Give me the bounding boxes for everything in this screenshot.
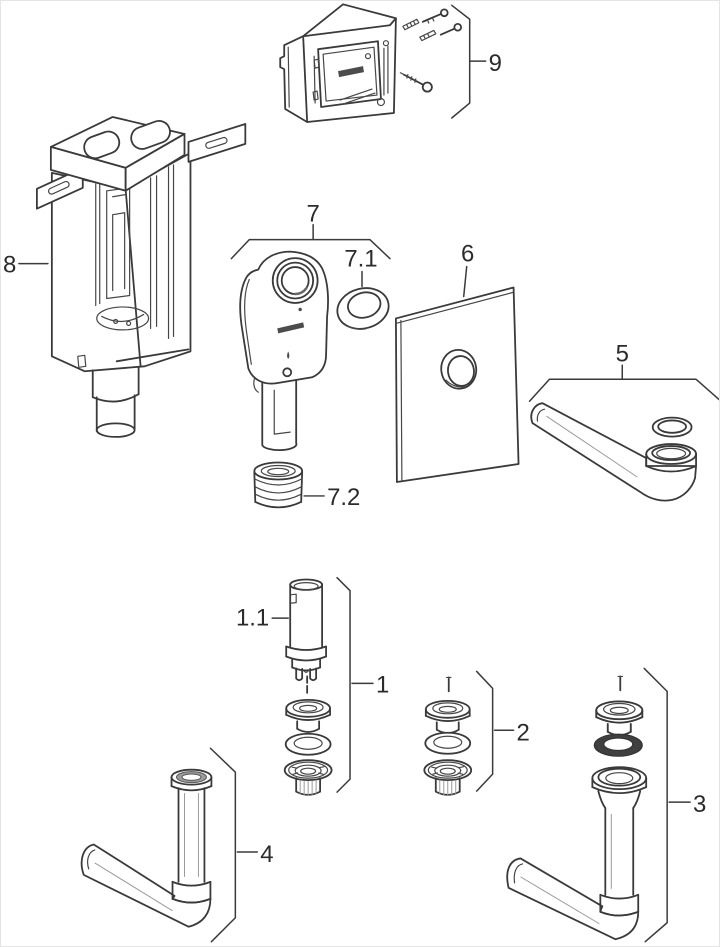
part-3-socket bbox=[595, 700, 644, 737]
callout-4: 4 bbox=[209, 747, 274, 943]
callout-2: 2 bbox=[475, 670, 530, 792]
part-3-standpipe-elbow bbox=[506, 766, 648, 941]
callout-9: 9 bbox=[450, 4, 502, 119]
part-7-2-threaded-adapter bbox=[253, 461, 304, 509]
callout-7-2-label: 7.2 bbox=[327, 484, 360, 511]
callout-5: 5 bbox=[528, 340, 719, 402]
part-5-outlet-bend bbox=[530, 402, 697, 502]
trap-outlet-tube bbox=[253, 373, 298, 452]
callout-7-1: 7.1 bbox=[344, 246, 378, 288]
cistern-interior bbox=[95, 164, 175, 339]
callout-6: 6 bbox=[461, 241, 474, 298]
callout-1-label: 1 bbox=[376, 671, 389, 698]
part-4-elbow-standpipe bbox=[80, 768, 213, 928]
callout-9-label: 9 bbox=[489, 50, 502, 77]
part-1-1-standpipe bbox=[285, 578, 327, 682]
part-9-fixing-screws bbox=[399, 8, 463, 93]
part-1-valve-stack bbox=[283, 675, 333, 797]
cistern-wall-straps bbox=[36, 123, 247, 210]
callout-1: 1 bbox=[336, 576, 389, 793]
part-7-1-seal-ring bbox=[336, 287, 390, 330]
part-2-strainer bbox=[423, 759, 473, 797]
part-7-trap bbox=[239, 250, 329, 452]
callout-4-label: 4 bbox=[260, 841, 273, 868]
part-9-mounting-box bbox=[279, 3, 397, 123]
callout-2-label: 2 bbox=[517, 719, 530, 746]
part-2-socket bbox=[424, 699, 471, 734]
callout-3: 3 bbox=[643, 667, 706, 943]
callout-8-label: 8 bbox=[3, 252, 16, 279]
part-8-cistern bbox=[36, 116, 247, 438]
part-5-o-ring bbox=[651, 416, 693, 438]
part-1-washer bbox=[284, 732, 332, 756]
callout-7-label: 7 bbox=[306, 201, 319, 228]
cistern-lid bbox=[49, 116, 186, 192]
part-1-socket bbox=[285, 698, 331, 733]
cistern-outlet-cylinder bbox=[91, 366, 140, 438]
callout-5-label: 5 bbox=[616, 340, 629, 367]
callout-7: 7 bbox=[230, 201, 391, 260]
callout-1-1-label: 1.1 bbox=[236, 605, 269, 632]
callout-7-2: 7.2 bbox=[303, 484, 360, 511]
part-6-cover-plate bbox=[395, 286, 520, 483]
part-1-strainer bbox=[283, 759, 333, 797]
part-2-washer bbox=[424, 731, 472, 755]
callout-1-1: 1.1 bbox=[236, 605, 289, 632]
callout-8: 8 bbox=[3, 252, 49, 279]
part-3-drain-elbow-set bbox=[506, 675, 648, 941]
part-2-valve-stack bbox=[423, 676, 473, 797]
callout-6-label: 6 bbox=[461, 241, 474, 268]
part-3-dark-seal bbox=[593, 733, 643, 757]
callout-3-label: 3 bbox=[693, 791, 706, 818]
callout-7-1-label: 7.1 bbox=[344, 246, 377, 273]
